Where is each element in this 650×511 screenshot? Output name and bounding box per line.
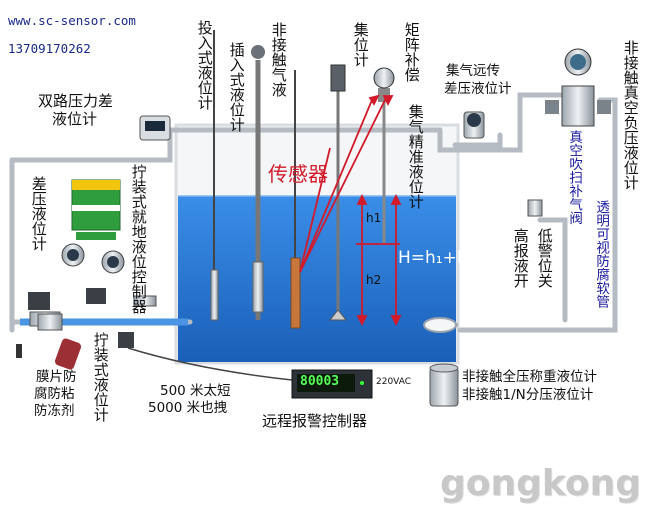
label-throw-in: 投入式液位计: [195, 20, 214, 110]
weigh-cell: [429, 363, 459, 407]
label-noncontact-vac: 非接触真空负压液位计: [621, 40, 640, 190]
remote-display: [291, 369, 373, 399]
inline-sensor: [16, 313, 63, 358]
display-digits: 80003: [300, 374, 340, 389]
label-field-ctrl: 拧装式就地液位控制器: [129, 164, 148, 314]
cable: [127, 347, 293, 381]
label-weigh-2: 非接触1/N分压液位计: [462, 387, 594, 403]
field-controller: [71, 179, 121, 240]
label-h1: h1: [366, 211, 382, 225]
label-membrane-3: 防冻剂: [34, 403, 75, 419]
outlet-float: [423, 317, 457, 333]
label-insert: 插入式液位计: [227, 42, 246, 132]
label-high-alarm: 高报液开: [511, 228, 530, 288]
label-cable-2: 5000 米也拽: [148, 400, 228, 416]
watermark-logo: gongkong: [440, 463, 642, 504]
label-dp-level: 差压液位计: [29, 176, 48, 251]
label-remote-alarm: 远程报警控制器: [262, 412, 368, 430]
label-matrix: 矩阵补偿: [402, 22, 421, 82]
tank: [174, 123, 460, 365]
sensor-arrows: [299, 94, 402, 327]
label-h-formula: H=h₁+h₂: [398, 248, 475, 268]
tank-water: [178, 196, 456, 362]
label-noncontact-gas: 非接触气液: [269, 22, 288, 97]
label-screw-level: 拧装式液位计: [91, 332, 110, 422]
label-dual-dp-1: 双路压力差: [38, 92, 114, 110]
label-low-alarm: 低警位关: [535, 228, 554, 288]
label-membrane-1: 膜片防: [36, 369, 77, 385]
label-h2: h2: [366, 273, 382, 287]
label-sensor: 传感器: [268, 162, 328, 186]
label-gas-remote-1: 集气远传: [446, 63, 500, 79]
probes: [210, 30, 395, 329]
label-gas-remote-2: 差压液位计: [444, 81, 512, 97]
phone-text: 13709170262: [8, 41, 91, 56]
membrane-cylinder: [54, 338, 82, 370]
label-dual-dp-2: 液位计: [52, 110, 98, 128]
label-gas-precision: 集气精准液位计: [406, 104, 425, 209]
label-vac-purge: 真空吹扫补气阀: [566, 130, 583, 225]
label-weigh-1: 非接触全压称重液位计: [462, 369, 597, 385]
label-membrane-2: 腐防粘: [34, 386, 75, 402]
label-transparent-tube: 透明可视防腐软管: [593, 200, 610, 308]
label-voltage: 220VAC: [376, 377, 412, 387]
website-text: www.sc-sensor.com: [8, 13, 136, 28]
label-cable-1: 500 米太短: [160, 383, 231, 399]
label-set-level: 集位计: [351, 22, 370, 67]
gauges: [28, 48, 611, 348]
